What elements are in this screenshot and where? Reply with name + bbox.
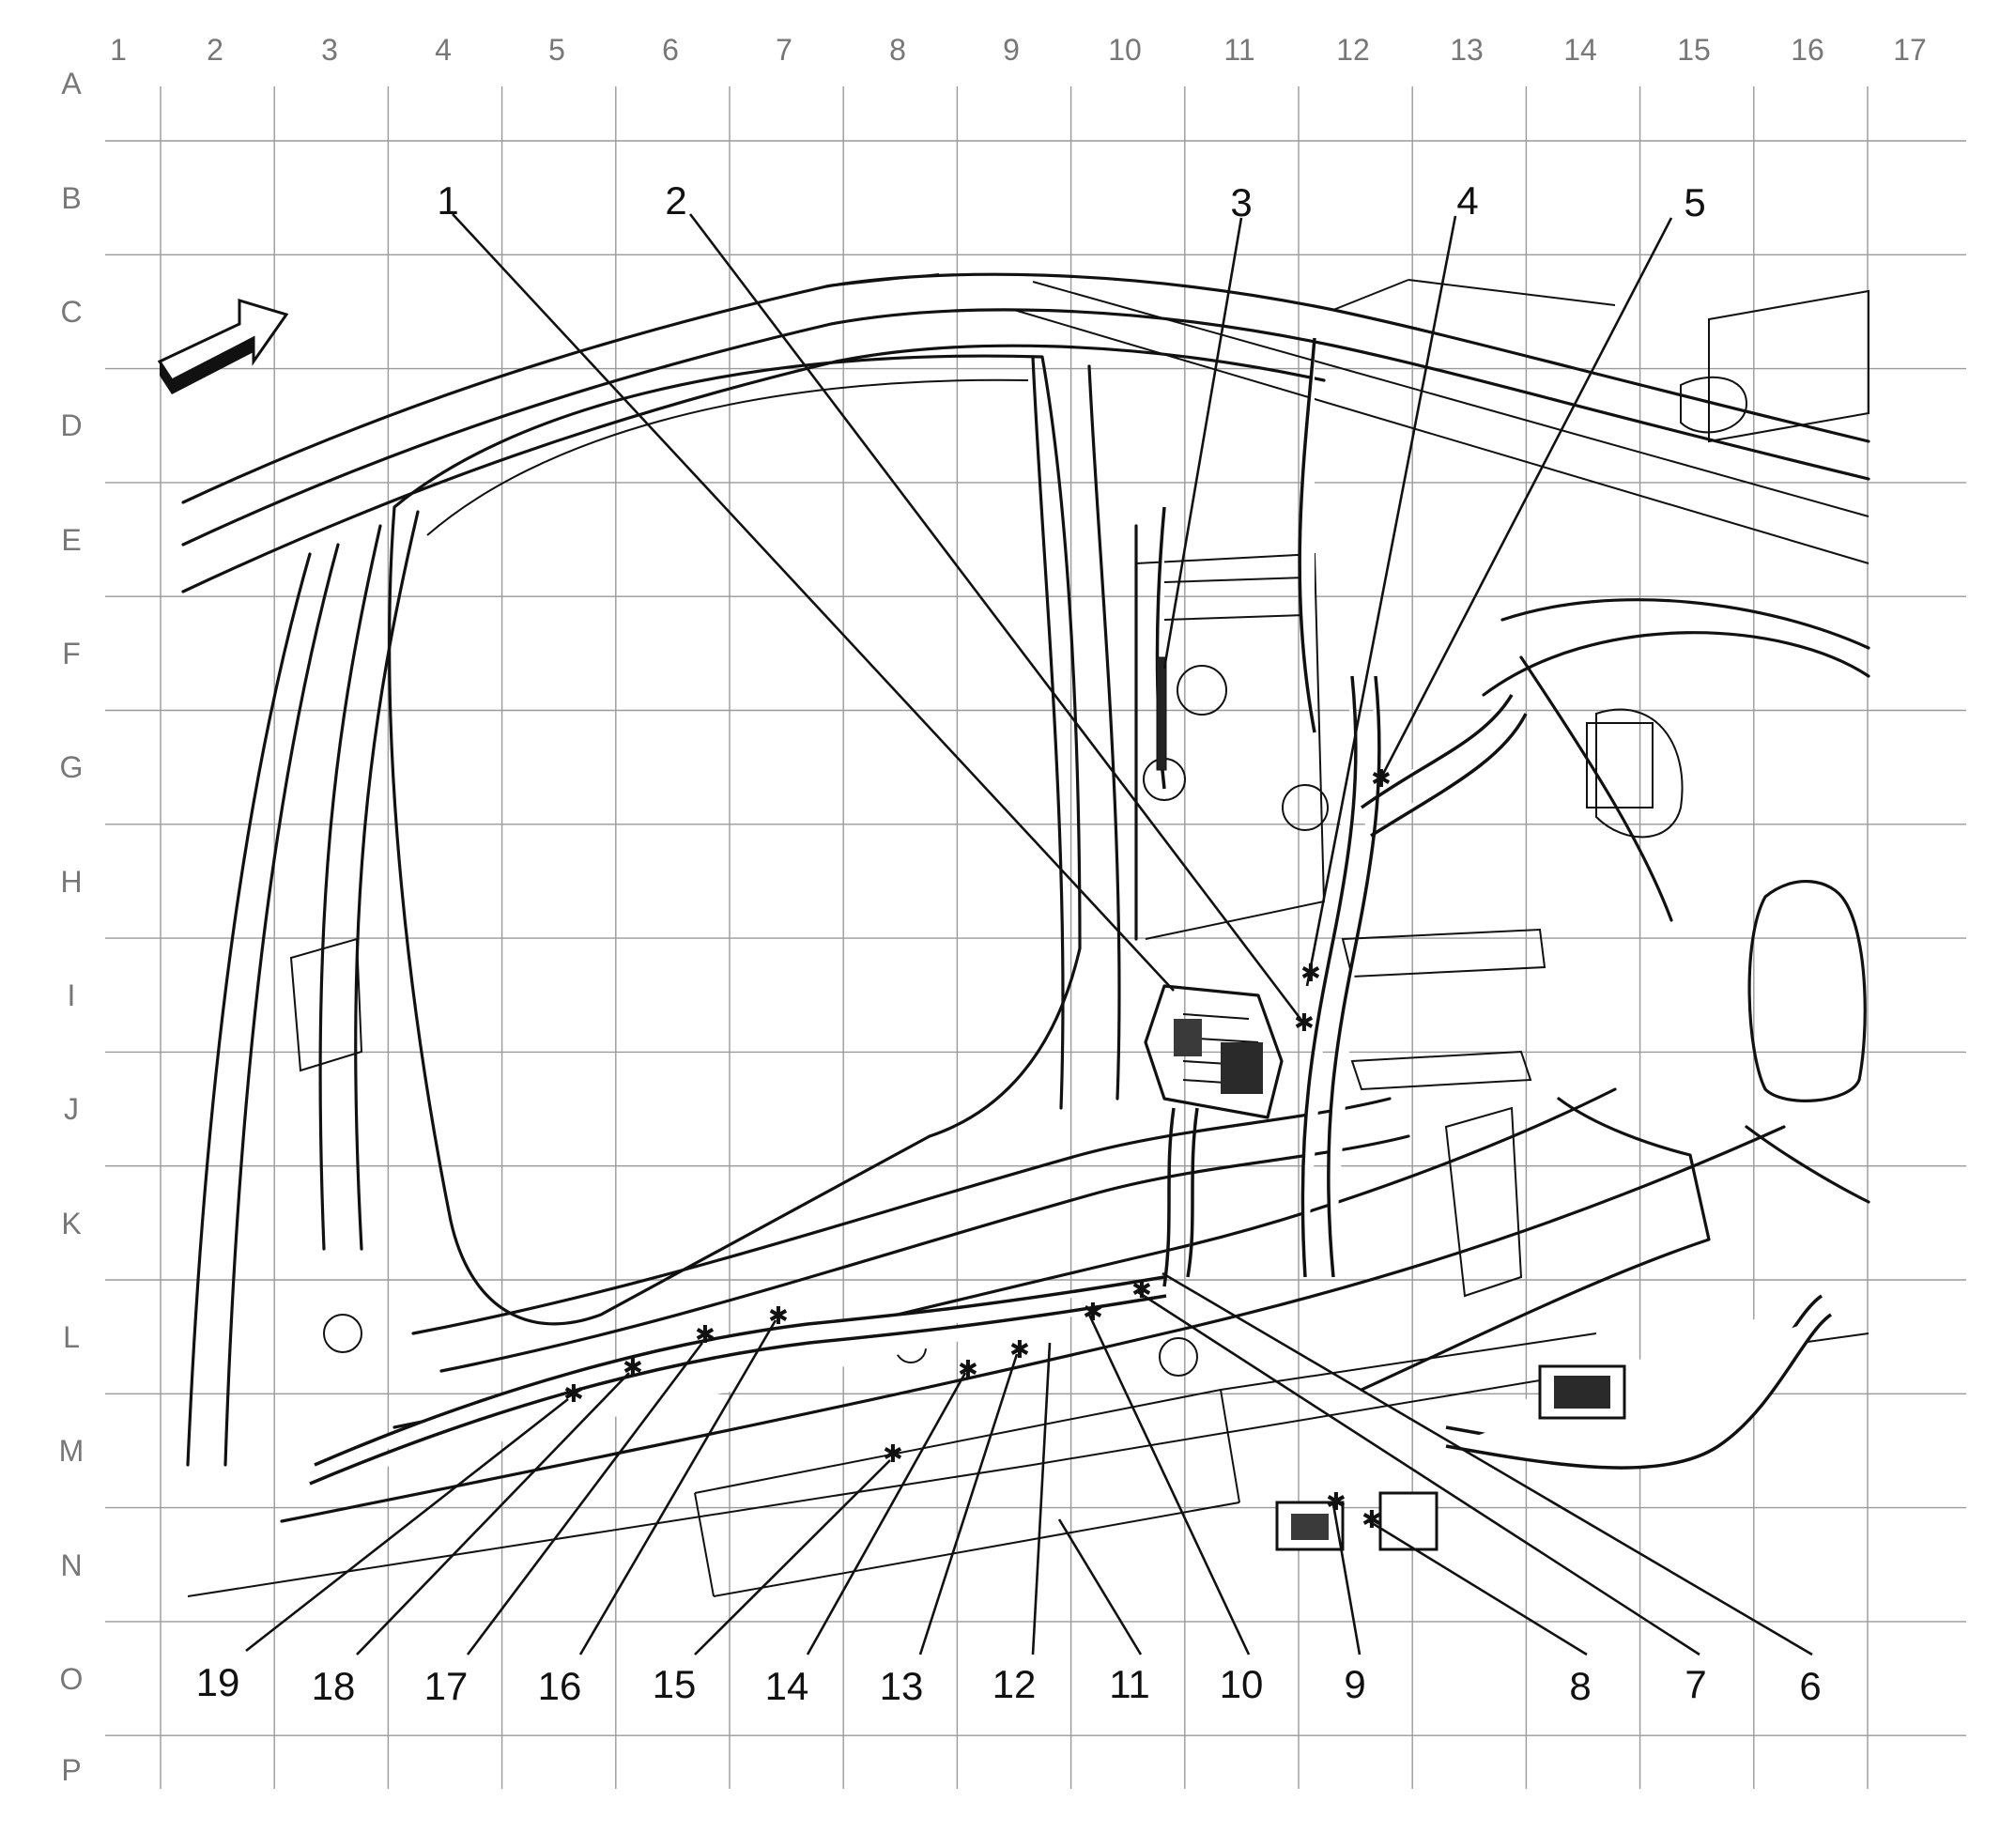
- grid-row-label: J: [64, 1092, 79, 1126]
- callout-label: 18: [312, 1664, 356, 1708]
- grid-column-label: 3: [321, 33, 338, 67]
- grid-column-label: 4: [435, 33, 452, 67]
- grid-row-label: B: [61, 181, 81, 215]
- grid-column-label: 9: [1003, 33, 1020, 67]
- callout-label: 15: [653, 1662, 697, 1706]
- grid-row-label: D: [60, 408, 82, 442]
- callout-label: 4: [1456, 178, 1478, 223]
- callout-label: 2: [665, 178, 686, 223]
- grid-column-label: 16: [1791, 33, 1824, 67]
- grid-row-label: I: [68, 978, 76, 1012]
- grid-column-label: 5: [548, 33, 565, 67]
- callout-label: 12: [992, 1662, 1037, 1706]
- callout-label: 16: [538, 1664, 582, 1708]
- grid-column-label: 7: [776, 33, 792, 67]
- vehicle-body-structure: [181, 272, 1870, 1597]
- callout-labels-bottom: 19 18 17 16 15 14 13 12 11 10 9 8 7 6: [196, 1660, 1822, 1708]
- grid-column-label: 10: [1108, 33, 1142, 67]
- grid-row-label: O: [60, 1662, 84, 1696]
- retainer-marker: ✱: [695, 1321, 715, 1349]
- grid-column-label: 12: [1336, 33, 1370, 67]
- grid-row-label: P: [61, 1753, 81, 1787]
- callout-label: 10: [1220, 1662, 1264, 1706]
- grid-row-label: L: [63, 1320, 80, 1354]
- callout-label: 8: [1569, 1664, 1591, 1708]
- callout-label: 14: [765, 1664, 809, 1708]
- grid-column-label: 11: [1223, 33, 1254, 67]
- callout-label: 6: [1799, 1664, 1821, 1708]
- harness-retainers: ✱ ✱ ✱ ✱ ✱ ✱ ✱ ✱ ✱ ✱ ✱ ✱ ✱ ✱: [563, 765, 1392, 1534]
- retainer-marker: ✱: [1326, 1488, 1346, 1517]
- grid-column-labels: 1 2 3 4 5 6 7 8 9 10 11 12 13 14 15 16 1…: [110, 33, 1927, 67]
- grid-row-label: H: [60, 865, 82, 899]
- grid-column-label: 14: [1563, 33, 1597, 67]
- retainer-marker: ✱: [1009, 1336, 1030, 1364]
- callout-labels-top: 1 2 3 4 5: [437, 178, 1705, 224]
- callout-label: 11: [1109, 1662, 1150, 1706]
- grid-column-label: 17: [1893, 33, 1927, 67]
- grid-row-label: G: [60, 750, 84, 784]
- harness-clip-strip: [1156, 656, 1167, 771]
- grid-column-label: 15: [1677, 33, 1711, 67]
- retainer-marker: ✱: [1362, 1506, 1382, 1534]
- callout-label: 19: [196, 1660, 240, 1704]
- grid-column-label: 2: [207, 33, 223, 67]
- grid-row-label: C: [60, 295, 82, 329]
- grid-row-labels: A B C D E F G H I J K L M N O P: [59, 67, 85, 1787]
- callout-label: 7: [1685, 1662, 1706, 1706]
- callout-label: 9: [1344, 1662, 1365, 1706]
- retainer-marker: ✱: [1300, 960, 1321, 988]
- callout-leaders: [245, 213, 1813, 1656]
- callout-label: 13: [880, 1664, 924, 1708]
- grid-column-label: 1: [110, 33, 127, 67]
- grid-row-label: M: [59, 1434, 85, 1468]
- reference-grid: [105, 86, 1966, 1789]
- electronic-control-module: [1144, 984, 1284, 1119]
- callout-label: 17: [424, 1664, 469, 1708]
- floor-harness-connector: [1275, 1491, 1438, 1551]
- grid-column-label: 13: [1450, 33, 1484, 67]
- grid-row-label: E: [61, 523, 81, 557]
- callout-label: 5: [1684, 180, 1705, 224]
- grid-column-label: 8: [889, 33, 906, 67]
- rear-harness-connector: [1538, 1364, 1626, 1420]
- callout-label: 1: [437, 178, 458, 223]
- grid-row-label: K: [61, 1207, 81, 1240]
- retainer-marker: ✱: [563, 1380, 584, 1409]
- grid-column-label: 6: [662, 33, 679, 67]
- grid-row-label: N: [60, 1548, 82, 1582]
- grid-row-label: A: [61, 67, 82, 100]
- forward-direction-arrow-icon: [157, 298, 289, 394]
- grid-row-label: F: [62, 637, 81, 670]
- callout-label: 3: [1230, 180, 1252, 224]
- retainer-marker: ✱: [1083, 1299, 1103, 1327]
